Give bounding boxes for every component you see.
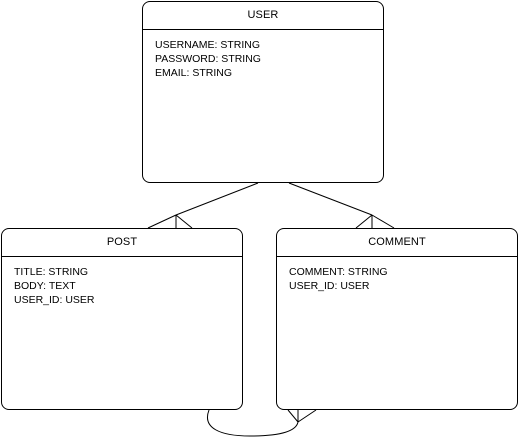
entity-comment[interactable]: COMMENT COMMENT: STRING USER_ID: USER: [276, 228, 518, 410]
relationship-post-comment: [207, 409, 317, 437]
field-body: BODY: TEXT: [14, 280, 76, 292]
field-user-id: USER_ID: USER: [289, 280, 370, 292]
field-username: USERNAME: STRING: [155, 39, 261, 51]
relationship-user-comment: [288, 182, 395, 229]
entity-user-fields: USERNAME: STRING PASSWORD: STRING EMAIL:…: [143, 30, 383, 80]
entity-comment-fields: COMMENT: STRING USER_ID: USER: [277, 257, 517, 293]
entity-post[interactable]: POST TITLE: STRING BODY: TEXT USER_ID: U…: [1, 228, 243, 410]
field-comment: COMMENT: STRING: [289, 266, 388, 278]
entity-post-title: POST: [2, 229, 242, 257]
entity-user[interactable]: USER USERNAME: STRING PASSWORD: STRING E…: [142, 1, 384, 183]
relationship-user-post: [147, 182, 259, 229]
entity-user-title: USER: [143, 2, 383, 30]
field-user-id: USER_ID: USER: [14, 294, 95, 306]
field-title: TITLE: STRING: [14, 266, 89, 278]
field-password: PASSWORD: STRING: [155, 53, 261, 65]
entity-post-fields: TITLE: STRING BODY: TEXT USER_ID: USER: [2, 257, 242, 307]
entity-comment-title: COMMENT: [277, 229, 517, 257]
field-email: EMAIL: STRING: [155, 67, 233, 79]
